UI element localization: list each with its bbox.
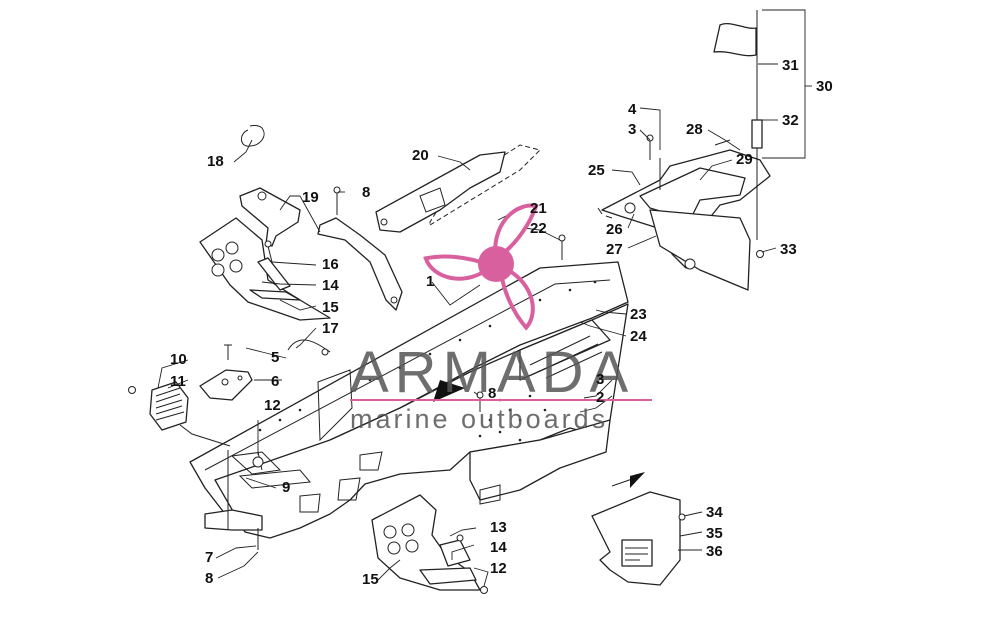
callout-7: 7 xyxy=(205,549,213,566)
steering-column-20 xyxy=(375,151,506,233)
callout-36: 36 xyxy=(706,543,723,560)
callout-20: 20 xyxy=(412,147,429,164)
bracket-6 xyxy=(199,344,253,401)
callout-32: 32 xyxy=(782,112,799,129)
callout-labels: 1 2 3 3 4 5 6 7 8 8 8 9 10 11 12 12 13 1… xyxy=(170,57,833,588)
callout-31: 31 xyxy=(782,57,799,74)
watermark-tagline: marine outboards xyxy=(350,404,608,434)
callout-11: 11 xyxy=(170,373,186,390)
callout-29: 29 xyxy=(736,151,753,168)
callout-25: 25 xyxy=(588,162,605,179)
watermark-name: ARMADA xyxy=(350,340,634,405)
safety-flag-30 xyxy=(713,10,763,240)
callout-13: 13 xyxy=(490,519,507,536)
callout-19: 19 xyxy=(302,189,319,206)
heat-exchanger-outline xyxy=(429,144,541,226)
callout-6: 6 xyxy=(271,373,279,390)
propeller-logo-icon xyxy=(423,203,539,331)
arrow-indicator-icon xyxy=(630,472,645,488)
callout-35: 35 xyxy=(706,525,723,542)
callout-4: 4 xyxy=(628,101,637,118)
callout-26: 26 xyxy=(606,221,623,238)
callout-33: 33 xyxy=(780,241,797,258)
callout-3: 3 xyxy=(628,121,636,138)
callout-18: 18 xyxy=(207,153,224,170)
callout-22: 22 xyxy=(530,220,547,237)
side-panel-35 xyxy=(591,477,686,586)
callout-8: 8 xyxy=(488,385,496,402)
callout-5: 5 xyxy=(271,349,279,366)
front-bumper-plate-lower xyxy=(371,494,488,594)
clamp-18 xyxy=(241,125,265,147)
callout-15: 15 xyxy=(362,571,379,588)
callout-10: 10 xyxy=(170,351,187,368)
callout-12: 12 xyxy=(264,397,281,414)
callout-8: 8 xyxy=(205,570,213,587)
armada-watermark: ARMADA marine outboards xyxy=(350,203,652,434)
callout-30: 30 xyxy=(816,78,833,95)
callout-27: 27 xyxy=(606,241,623,258)
cable-17 xyxy=(287,339,331,356)
callout-2: 2 xyxy=(596,389,604,406)
callout-28: 28 xyxy=(686,121,703,138)
chassis-tunnel xyxy=(189,261,629,539)
callout-21: 21 xyxy=(530,200,547,217)
callout-17: 17 xyxy=(322,320,339,337)
callout-12: 12 xyxy=(490,560,507,577)
callout-14: 14 xyxy=(490,539,507,556)
front-arrow-icon xyxy=(433,380,465,402)
callout-3: 3 xyxy=(596,371,604,388)
callout-23: 23 xyxy=(630,306,647,323)
rear-bumper-assembly xyxy=(597,139,771,291)
bracket-7 xyxy=(204,450,263,550)
callout-24: 24 xyxy=(630,328,647,345)
regulator-11 xyxy=(128,381,231,447)
callout-16: 16 xyxy=(322,256,339,273)
callout-15: 15 xyxy=(322,299,339,316)
front-bumper-plate-upper xyxy=(199,217,331,321)
callout-9: 9 xyxy=(282,479,290,496)
callout-34: 34 xyxy=(706,504,723,521)
fasteners xyxy=(252,134,654,471)
callout-1: 1 xyxy=(426,273,434,290)
callout-8: 8 xyxy=(362,184,370,201)
callout-14: 14 xyxy=(322,277,339,294)
